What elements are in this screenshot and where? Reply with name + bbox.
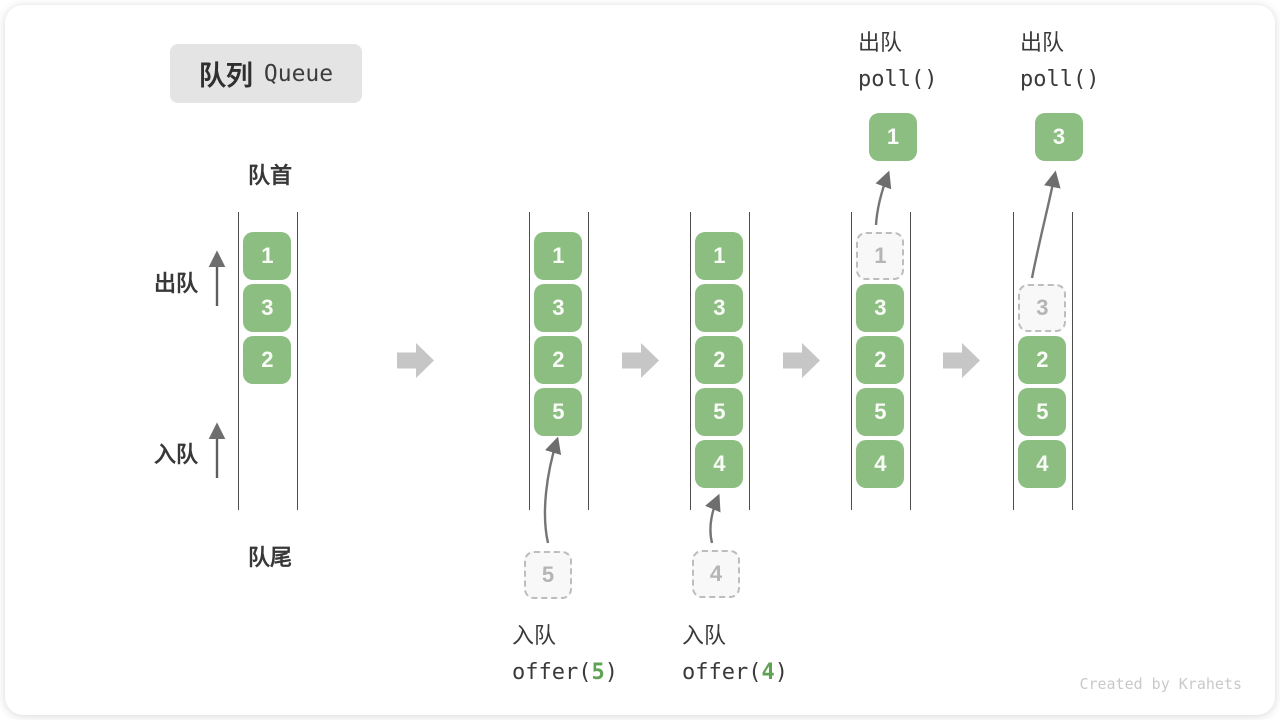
queue-item: 2	[1018, 336, 1067, 384]
queue-item: 2	[856, 336, 905, 384]
queue-column-3: 1 3 2 5 4	[690, 212, 750, 510]
watermark: Created by Krahets	[1079, 675, 1242, 693]
code-text: )	[774, 660, 788, 685]
queue-item: 2	[534, 336, 583, 384]
next-step-arrow-icon-3	[783, 343, 820, 378]
queue-column-4: 1 3 2 5 4	[851, 212, 911, 510]
title-box: 队列 Queue	[170, 44, 362, 103]
op-enqueue-zh: 入队	[512, 623, 557, 648]
title-zh: 队列	[198, 61, 253, 91]
op-dequeue-zh: 出队	[1020, 30, 1065, 55]
queue-column-2: 1 3 2 5	[529, 212, 589, 510]
queue-item: 2	[695, 336, 744, 384]
code-text: )	[604, 660, 618, 685]
label-queue-rear: 队尾	[247, 545, 292, 570]
code-arg: 5	[591, 660, 605, 685]
op-enqueue-zh: 入队	[682, 623, 727, 648]
queue-column-1: 1 3 2	[238, 212, 298, 510]
op-dequeue-code: poll()	[1020, 67, 1100, 92]
popped-item: 3	[1035, 113, 1083, 161]
queue-item: 1	[534, 232, 583, 280]
op-label-enqueue-4: 入队 offer(4)	[682, 617, 788, 691]
op-label-dequeue-2: 出队 poll()	[1020, 24, 1099, 98]
op-enqueue-code: offer(4)	[682, 654, 788, 691]
queue-item: 3	[856, 284, 905, 332]
queue-item: 1	[695, 232, 744, 280]
op-dequeue-zh: 出队	[858, 30, 903, 55]
queue-item: 5	[1018, 388, 1067, 436]
queue-item: 1	[243, 232, 292, 280]
queue-item: 5	[856, 388, 905, 436]
queue-column-5: 3 2 5 4	[1013, 212, 1073, 510]
label-enqueue: 入队	[153, 442, 198, 467]
code-text: offer(	[512, 660, 592, 685]
queue-item: 3	[695, 284, 744, 332]
op-dequeue-code: poll()	[858, 67, 938, 92]
label-queue-front: 队首	[247, 163, 292, 188]
title-en: Queue	[263, 60, 334, 87]
queue-item: 2	[243, 336, 292, 384]
op-label-enqueue-5: 入队 offer(5)	[512, 617, 618, 691]
next-step-arrow-icon-4	[943, 343, 980, 378]
incoming-item-placeholder: 4	[692, 550, 740, 598]
incoming-item-placeholder: 5	[524, 551, 572, 599]
queue-item: 3	[243, 284, 292, 332]
op-label-dequeue-1: 出队 poll()	[858, 24, 937, 98]
queue-item: 4	[856, 440, 905, 488]
popped-item: 1	[869, 113, 917, 161]
op-enqueue-code: offer(5)	[512, 654, 618, 691]
queue-item: 4	[695, 440, 744, 488]
removed-item-placeholder: 3	[1018, 284, 1067, 332]
removed-item-placeholder: 1	[856, 232, 905, 280]
queue-item: 5	[695, 388, 744, 436]
next-step-arrow-icon-1	[397, 343, 434, 378]
code-arg: 4	[761, 660, 775, 685]
queue-item: 4	[1018, 440, 1067, 488]
next-step-arrow-icon-2	[622, 343, 659, 378]
label-dequeue: 出队	[153, 271, 198, 296]
queue-item: 5	[534, 388, 583, 436]
queue-item: 3	[534, 284, 583, 332]
code-text: offer(	[682, 660, 762, 685]
